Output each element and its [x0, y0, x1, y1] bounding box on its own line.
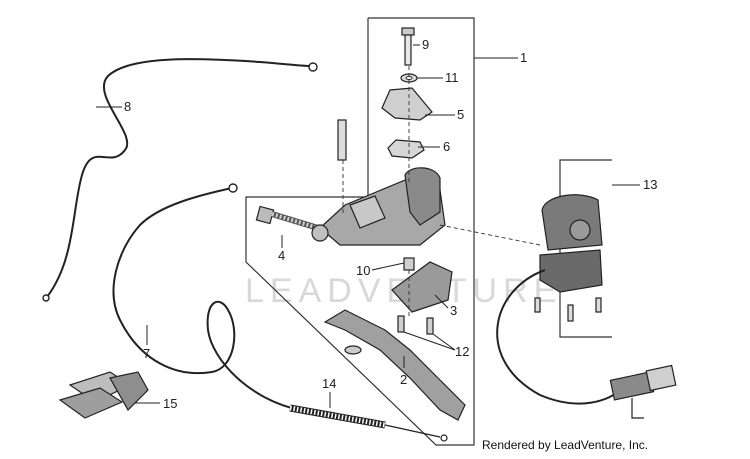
bracket-5: [381, 87, 433, 121]
switch-housing-13: [534, 194, 603, 322]
callout-11: 11: [445, 70, 459, 85]
callout-12: 12: [455, 344, 469, 359]
callout-1: 1: [520, 50, 527, 65]
footer-credit: Rendered by LeadVenture, Inc.: [482, 438, 649, 452]
rod: [337, 119, 347, 161]
switch-wire: [496, 269, 621, 405]
callout-9: 9: [422, 37, 429, 52]
alignment-lines: [342, 66, 541, 318]
assembly-frame-1: [245, 17, 475, 446]
callout-14: 14: [322, 376, 336, 391]
cable-7: [112, 183, 301, 411]
connector: [609, 364, 677, 401]
lever-bracket-body: [319, 167, 446, 246]
callout-5: 5: [457, 107, 464, 122]
callout-2: 2: [400, 372, 407, 387]
callout-15: 15: [163, 396, 177, 411]
screws-12: [397, 315, 434, 335]
adjuster-screw-4: [255, 205, 329, 242]
connector-lead: [631, 398, 644, 419]
callout-4: 4: [278, 248, 285, 263]
callout-3: 3: [450, 303, 457, 318]
bolt-9: [401, 27, 415, 66]
callout-7: 7: [143, 346, 150, 361]
pin-10: [403, 257, 415, 271]
leader-lines: [96, 44, 640, 408]
spring-14: [289, 404, 448, 442]
clutch-lever-2: [323, 309, 466, 421]
boots-15: [58, 371, 149, 419]
cable-8: [42, 58, 318, 302]
callout-10: 10: [356, 263, 370, 278]
callout-8: 8: [124, 99, 131, 114]
plate-6: [387, 139, 425, 159]
callout-6: 6: [443, 139, 450, 154]
bushing: [344, 345, 362, 355]
callout-13: 13: [643, 177, 657, 192]
